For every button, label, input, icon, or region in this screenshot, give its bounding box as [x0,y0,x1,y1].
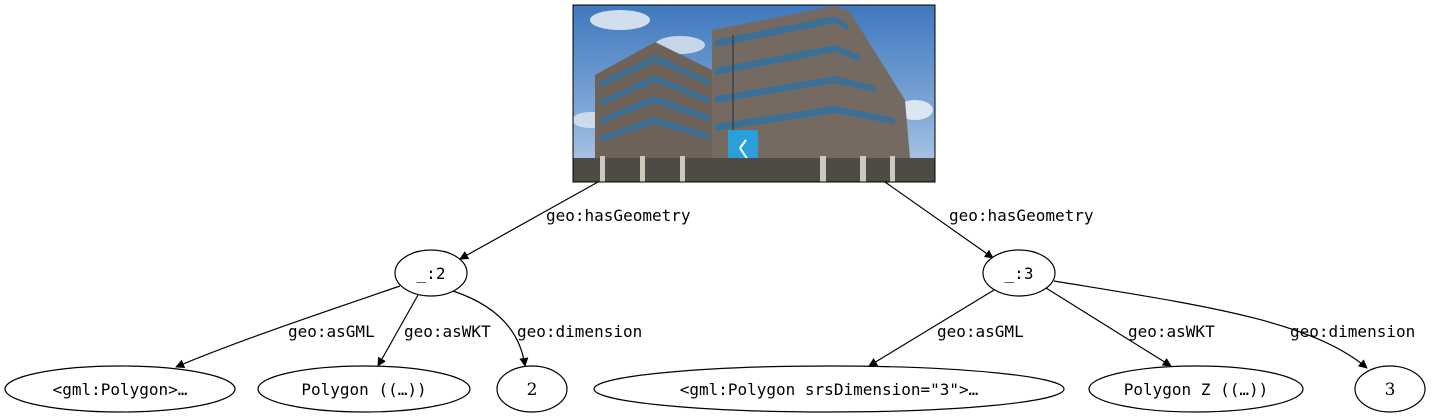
blank-node-3-label: _:3 [1005,264,1034,283]
gml-literal-label-right: <gml:Polygon srsDimension="3">… [680,380,979,399]
dimension-literal-label-right: 3 [1385,380,1396,400]
edge-label-as-wkt-right: geo:asWKT [1128,322,1215,341]
dimension-literal-label-left: 2 [527,380,538,400]
edge-as-wkt-left [377,294,419,367]
photo-frame [572,4,936,183]
edge-dimension-right [1053,280,1368,369]
cloud [590,10,650,30]
edge-as-gml-right [868,289,995,367]
dimension-literal-node-right [1354,365,1426,413]
right-building-windows [715,16,895,131]
edge-as-gml-left [175,285,401,368]
wkt-literal-label-right: Polygon Z ((…)) [1124,380,1269,399]
edge-label-as-gml-left: geo:asGML [288,322,375,341]
building-photo-node [572,4,936,183]
blank-node-2-label: _:2 [417,264,446,283]
edge-label-dimension-left: geo:dimension [517,322,642,341]
gml-literal-label-left: <gml:Polygon>… [53,380,188,399]
edge-dimension-left [452,290,529,367]
pillars [600,156,895,182]
gml-literal-node-left [4,365,236,413]
edge-label-has-geometry-left: geo:hasGeometry [546,206,691,225]
blank-node-3 [982,249,1056,297]
edge-label-as-wkt-left: geo:asWKT [404,322,491,341]
dimension-literal-node-left [496,365,568,413]
edge-label-dimension-right: geo:dimension [1290,322,1415,341]
edge-label-has-geometry-right: geo:hasGeometry [949,206,1094,225]
edge-as-wkt-right [1045,287,1172,367]
left-building-windows [600,55,710,142]
wkt-literal-label-left: Polygon ((…)) [301,380,426,399]
wkt-literal-node-left [257,365,471,413]
wkt-literal-node-right [1088,365,1304,413]
gml-literal-node-right [593,365,1065,413]
edge-has-geometry-right [884,181,994,259]
edge-has-geometry-left [459,181,599,260]
edge-label-as-gml-right: geo:asGML [937,322,1024,341]
ground [573,158,935,182]
blank-node-2 [394,249,468,297]
